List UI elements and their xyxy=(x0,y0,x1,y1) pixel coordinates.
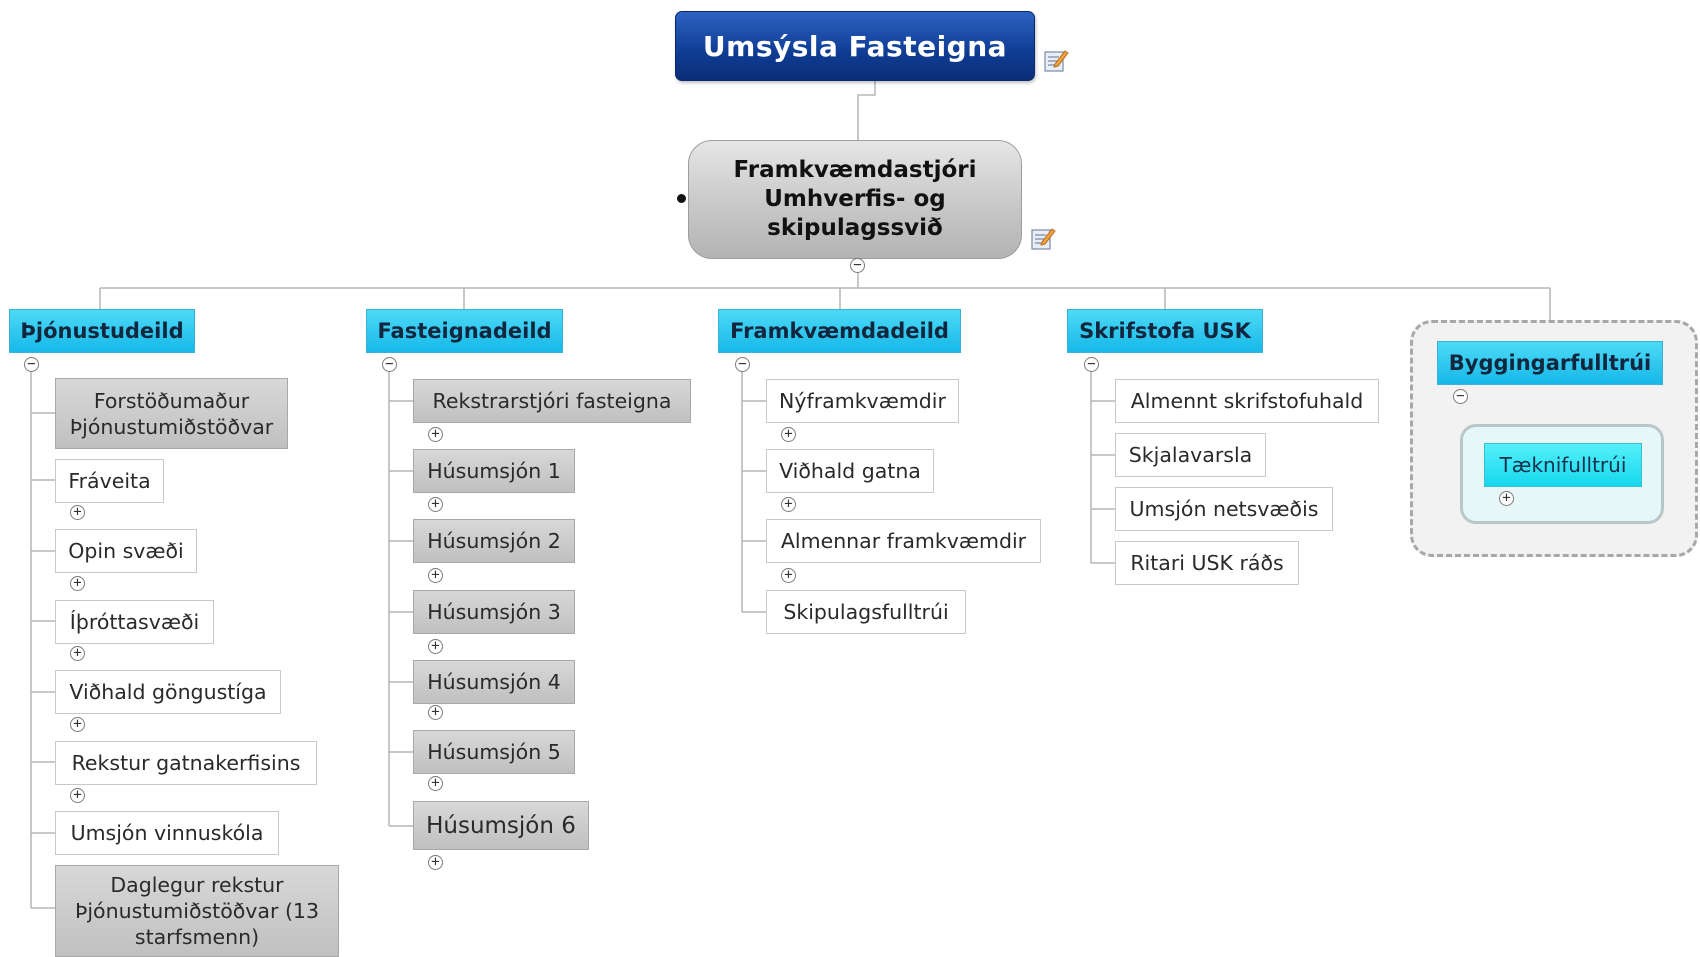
topic-fraveita[interactable]: Fráveita xyxy=(55,459,164,503)
topic-umsjon-vinnuskola[interactable]: Umsjón vinnuskóla xyxy=(55,811,279,855)
expand-toggle[interactable]: + xyxy=(70,576,85,591)
expand-toggle[interactable]: + xyxy=(70,505,85,520)
expand-toggle[interactable]: + xyxy=(1499,491,1514,506)
collapse-toggle[interactable]: − xyxy=(735,357,750,372)
topic-husumsjon-1[interactable]: Húsumsjón 1 xyxy=(413,449,575,493)
collapse-toggle[interactable]: − xyxy=(24,357,39,372)
dept-thjonustudeild[interactable]: Þjónustudeild xyxy=(9,309,195,353)
topic-husumsjon-3[interactable]: Húsumsjón 3 xyxy=(413,590,575,634)
expand-toggle[interactable]: + xyxy=(428,497,443,512)
topic-ithrottasvaedi[interactable]: Íþróttasvæði xyxy=(55,600,214,644)
topic-skjalavarsla[interactable]: Skjalavarsla xyxy=(1115,433,1266,477)
dept-framkvaemdadeild[interactable]: Framkvæmdadeild xyxy=(718,309,961,353)
expand-toggle[interactable]: + xyxy=(428,855,443,870)
bullet-marker xyxy=(677,194,686,203)
topic-skipulagsfulltrui[interactable]: Skipulagsfulltrúi xyxy=(766,590,966,634)
topic-forstodumadur[interactable]: Forstöðumaður Þjónustumiðstöðvar xyxy=(55,378,288,449)
collapse-toggle[interactable]: − xyxy=(850,258,865,273)
topic-husumsjon-5[interactable]: Húsumsjón 5 xyxy=(413,730,575,774)
expand-toggle[interactable]: + xyxy=(781,568,796,583)
expand-toggle[interactable]: + xyxy=(781,497,796,512)
expand-toggle[interactable]: + xyxy=(428,568,443,583)
expand-toggle[interactable]: + xyxy=(428,639,443,654)
topic-vidhald-gongustiga[interactable]: Viðhald göngustíga xyxy=(55,670,281,714)
collapse-toggle[interactable]: − xyxy=(1084,357,1099,372)
root-topic[interactable]: Umsýsla Fasteigna xyxy=(675,11,1035,81)
topic-daglegur-rekstur[interactable]: Daglegur rekstur Þjónustumiðstöðvar (13 … xyxy=(55,865,339,957)
expand-toggle[interactable]: + xyxy=(428,776,443,791)
director-topic[interactable]: Framkvæmdastjóri Umhverfis- og skipulags… xyxy=(688,140,1022,259)
topic-opin-svaedi[interactable]: Opin svæði xyxy=(55,529,197,573)
topic-vidhald-gatna[interactable]: Viðhald gatna xyxy=(766,449,934,493)
topic-taeknifulltrui[interactable]: Tæknifulltrúi xyxy=(1484,443,1642,487)
expand-toggle[interactable]: + xyxy=(428,427,443,442)
expand-toggle[interactable]: + xyxy=(70,646,85,661)
topic-umsjon-netsvaedis[interactable]: Umsjón netsvæðis xyxy=(1115,487,1333,531)
dept-skrifstofa-usk[interactable]: Skrifstofa USK xyxy=(1067,309,1263,353)
note-icon[interactable] xyxy=(1030,225,1056,251)
expand-toggle[interactable]: + xyxy=(428,705,443,720)
topic-husumsjon-6[interactable]: Húsumsjón 6 xyxy=(413,801,589,850)
note-icon[interactable] xyxy=(1043,47,1069,73)
collapse-toggle[interactable]: − xyxy=(382,357,397,372)
topic-nyframkvaemdir[interactable]: Nýframkvæmdir xyxy=(766,379,959,423)
expand-toggle[interactable]: + xyxy=(70,788,85,803)
dept-fasteignadeild[interactable]: Fasteignadeild xyxy=(366,309,563,353)
dept-byggingarfulltrui[interactable]: Byggingarfulltrúi xyxy=(1437,341,1663,385)
topic-husumsjon-4[interactable]: Húsumsjón 4 xyxy=(413,660,575,704)
collapse-toggle[interactable]: − xyxy=(1453,389,1468,404)
topic-almennar-framkvaemdir[interactable]: Almennar framkvæmdir xyxy=(766,519,1041,563)
topic-husumsjon-2[interactable]: Húsumsjón 2 xyxy=(413,519,575,563)
expand-toggle[interactable]: + xyxy=(781,427,796,442)
expand-toggle[interactable]: + xyxy=(70,717,85,732)
topic-rekstur-gatnakerfisins[interactable]: Rekstur gatnakerfisins xyxy=(55,741,317,785)
topic-almennt-skrifstofuhald[interactable]: Almennt skrifstofuhald xyxy=(1115,379,1379,423)
topic-rekstrarstjori-fasteigna[interactable]: Rekstrarstjóri fasteigna xyxy=(413,379,691,423)
topic-ritari-usk-rads[interactable]: Ritari USK ráðs xyxy=(1115,541,1299,585)
